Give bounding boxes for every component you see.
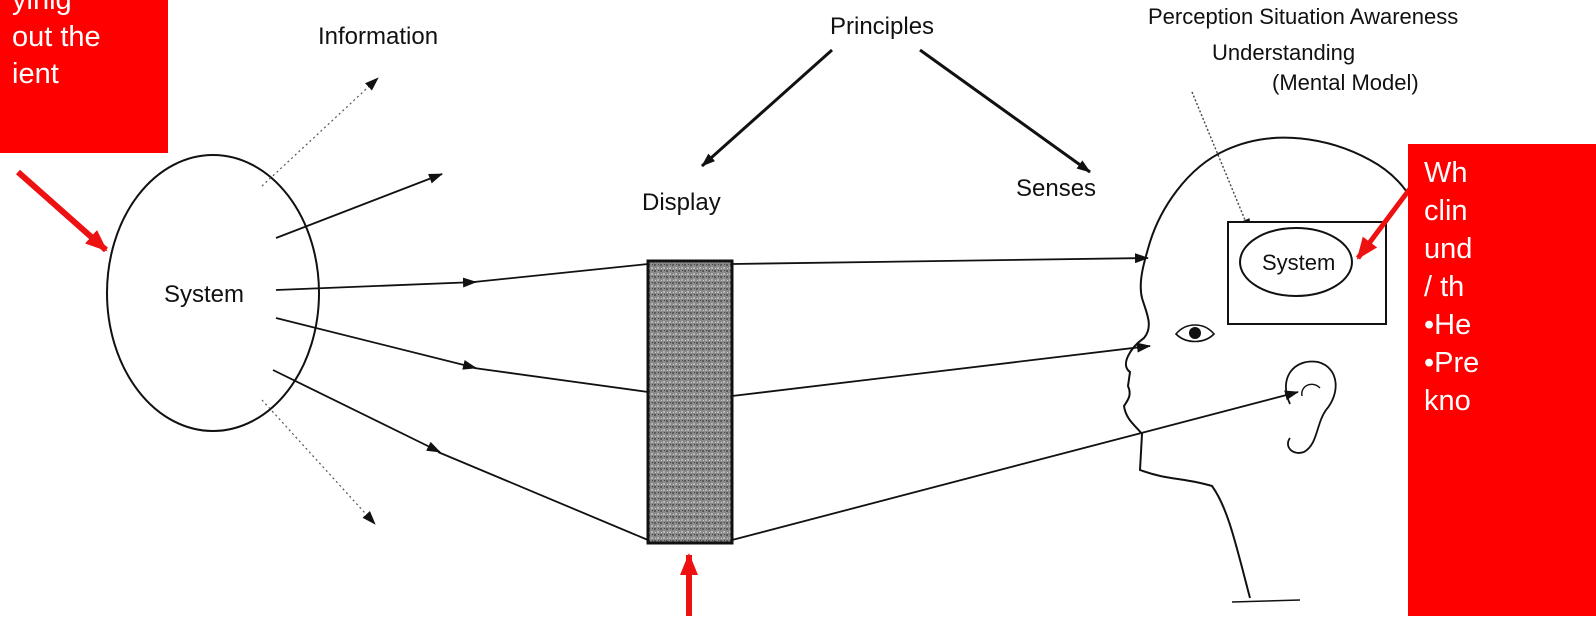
head-outline [1122, 136, 1425, 599]
right-callout-line: Wh [1424, 157, 1468, 189]
mental-model-ellipse [1239, 227, 1353, 297]
info-arrow-top [261, 77, 379, 187]
principles-arrow-right [919, 48, 1091, 174]
display-bar [646, 259, 734, 545]
system-display-arrow-3 [272, 369, 441, 453]
system-display-arrow-2-cont [473, 367, 649, 393]
red-arrow-system [16, 169, 108, 253]
left-callout: yinig out the ient [0, 0, 168, 153]
mental-model-system-label: System [1262, 250, 1335, 275]
right-callout-line: •Pre [1424, 347, 1480, 379]
right-callout: Wh clin und / th •He •Pre kno [1408, 144, 1596, 616]
senses-label: Senses [1016, 175, 1096, 202]
left-callout-line: ient [12, 58, 59, 90]
left-callout-line: out the [12, 21, 101, 53]
right-callout-line: / th [1424, 271, 1465, 303]
right-callout-line: •He [1424, 309, 1472, 341]
left-callout-line: yinig [12, 0, 72, 16]
info-arrow-upper [275, 173, 443, 239]
perception-label-line1: Perception Situation Awareness [1148, 4, 1458, 29]
system-display-arrow-1-cont [473, 263, 649, 283]
info-arrow-bottom [261, 399, 376, 525]
right-callout-line: clin [1424, 195, 1468, 227]
perception-label-line3: (Mental Model) [1272, 70, 1419, 95]
head-base-line [1231, 599, 1301, 603]
perception-label-line2: Understanding [1212, 40, 1355, 65]
ear-icon [1285, 360, 1337, 454]
ear-inner [1301, 383, 1321, 397]
system-label: System [164, 281, 244, 308]
system-display-arrow-3-cont [437, 451, 649, 541]
eye-pupil [1189, 327, 1201, 339]
perception-pointer-arrow [1191, 91, 1251, 233]
right-callout-line: kno [1424, 385, 1471, 417]
system-display-arrow-2 [275, 317, 477, 370]
display-label: Display [642, 189, 721, 216]
principles-label: Principles [830, 13, 934, 40]
system-ellipse [106, 154, 320, 432]
display-head-arrow-2 [731, 342, 1151, 397]
display-head-arrow-1 [731, 253, 1149, 265]
system-display-arrow-1 [275, 277, 477, 291]
principles-arrow-left [701, 48, 833, 168]
information-label: Information [318, 23, 438, 50]
right-callout-line: und [1424, 233, 1473, 265]
display-head-arrow-3 [731, 390, 1299, 541]
